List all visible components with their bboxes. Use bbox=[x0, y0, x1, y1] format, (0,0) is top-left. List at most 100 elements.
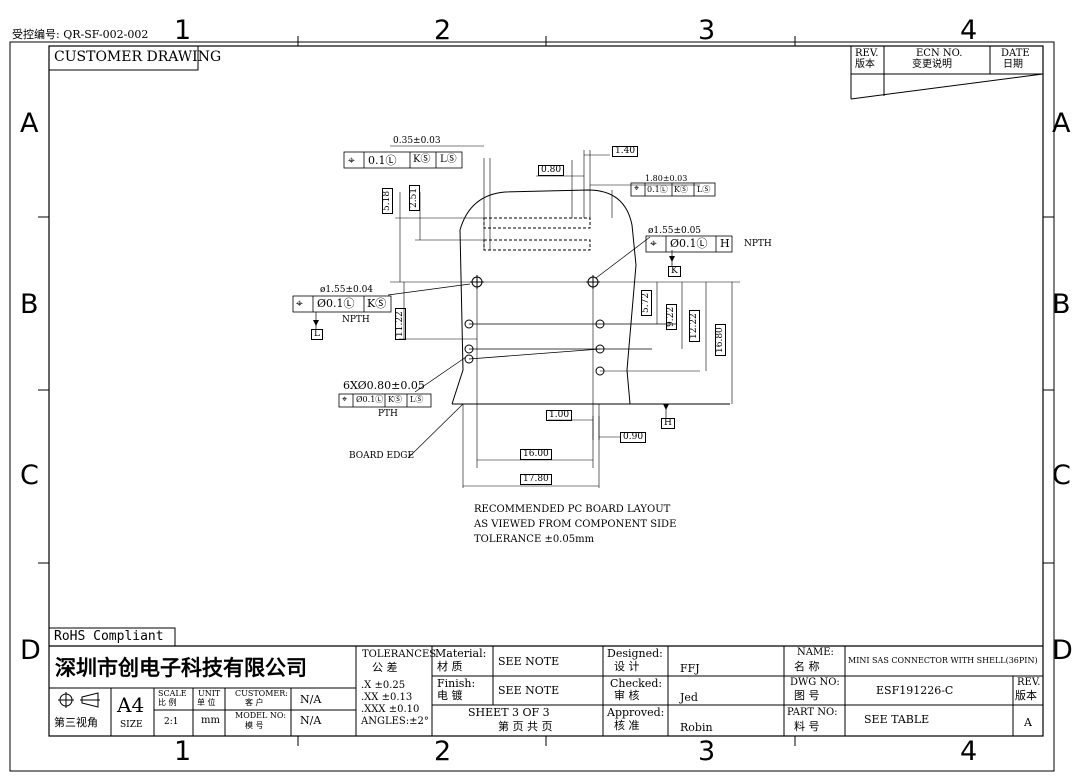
title-rev-label: REV. bbox=[1017, 677, 1041, 688]
name-cn: 名 称 bbox=[794, 660, 820, 673]
dwg-value: ESF191226-C bbox=[876, 684, 954, 697]
datum-h: H bbox=[661, 418, 675, 429]
checked-label: Checked: bbox=[610, 677, 663, 690]
dwg-cn: 图 号 bbox=[794, 689, 820, 702]
dim-0-80: 0.80 bbox=[538, 165, 565, 176]
pin-pads bbox=[483, 217, 591, 251]
tolerances-cn: 公 差 bbox=[372, 661, 398, 674]
part-value: SEE TABLE bbox=[864, 713, 930, 726]
zone-col-2-top: 2 bbox=[434, 15, 452, 46]
unit-value: mm bbox=[201, 715, 220, 726]
zone-row-a-left: A bbox=[20, 108, 39, 139]
dim-11-22: 11.22 bbox=[395, 308, 406, 340]
approved-value: Robin bbox=[680, 721, 713, 734]
model-label: MODEL NO: bbox=[235, 711, 287, 720]
note-line-2: AS VIEWED FROM COMPONENT SIDE bbox=[474, 519, 677, 530]
model-cn: 模 号 bbox=[245, 721, 264, 730]
name-label: NAME: bbox=[797, 647, 834, 658]
dwg-label: DWG NO: bbox=[790, 677, 840, 688]
fcf-6x-l: LⓈ bbox=[410, 395, 424, 404]
zone-row-d-right: D bbox=[1052, 635, 1073, 666]
approved-label: Approved: bbox=[607, 706, 665, 719]
material-cn: 材 质 bbox=[437, 660, 463, 673]
ecn-cn: 变更说明 bbox=[912, 59, 952, 70]
fcf-6x-symbol: ⌖ bbox=[342, 395, 348, 405]
dim-16-00: 16.00 bbox=[520, 449, 552, 460]
fcf-6x-tol: Ø0.1Ⓛ bbox=[356, 395, 384, 404]
note-line-1: RECOMMENDED PC BOARD LAYOUT bbox=[474, 504, 671, 515]
zone-row-b-right: B bbox=[1052, 289, 1071, 320]
part-cn: 料 号 bbox=[794, 720, 820, 733]
fcf-right-k: KⓈ bbox=[674, 185, 688, 194]
dim-6x-0-80: 6XØ0.80±0.05 bbox=[343, 379, 425, 392]
dim-5-72: 5.72 bbox=[641, 289, 652, 316]
pth-label: PTH bbox=[378, 409, 398, 419]
checked-value: Jed bbox=[680, 691, 698, 704]
tol-xxx: .XXX ±0.10 bbox=[361, 704, 420, 715]
fcf-155l-ref: KⓈ bbox=[367, 297, 387, 310]
finish-value: SEE NOTE bbox=[498, 684, 560, 697]
finish-label: Finish: bbox=[437, 677, 476, 690]
fcf-155r-symbol: ⌖ bbox=[650, 236, 657, 250]
size-value: A4 bbox=[117, 693, 145, 717]
zone-col-1-top: 1 bbox=[174, 15, 192, 46]
dim-2-51: 2.51 bbox=[409, 184, 420, 211]
size-label: SIZE bbox=[120, 720, 143, 730]
rohs-label: RoHS Compliant bbox=[54, 629, 164, 644]
zone-col-1-bottom: 1 bbox=[174, 736, 192, 767]
tolerances-label: TOLERANCES bbox=[362, 649, 437, 660]
fcf-right-symbol: ⌖ bbox=[634, 184, 640, 194]
fcf-top-tol: 0.1Ⓛ bbox=[368, 154, 397, 167]
dim-0-35: 0.35±0.03 bbox=[393, 136, 441, 146]
dim-1-00: 1.00 bbox=[546, 410, 573, 421]
zone-row-c-right: C bbox=[1052, 460, 1071, 491]
fcf-position-symbol: ⌖ bbox=[348, 153, 355, 167]
zone-col-3-bottom: 3 bbox=[698, 736, 716, 767]
designed-label: Designed: bbox=[607, 647, 663, 660]
fcf-top-k: KⓈ bbox=[413, 154, 431, 165]
zone-row-d-left: D bbox=[20, 635, 41, 666]
zone-col-2-bottom: 2 bbox=[434, 736, 452, 767]
ecn-label: ECN NO. bbox=[916, 48, 963, 59]
scale-value: 2:1 bbox=[164, 717, 179, 727]
datum-k: K bbox=[668, 266, 681, 277]
dim-16-80: 16.80 bbox=[715, 324, 726, 356]
npth-left: NPTH bbox=[342, 315, 370, 325]
company-name: 深圳市创电子科技有限公司 bbox=[55, 656, 307, 680]
control-number: 受控编号: QR-SF-002-002 bbox=[12, 28, 149, 41]
approved-cn: 核 准 bbox=[614, 719, 640, 732]
tol-x: .X ±0.25 bbox=[361, 680, 406, 691]
board-edge-label: BOARD EDGE bbox=[349, 451, 415, 461]
model-value: N/A bbox=[300, 714, 322, 727]
dim-12-22: 12.22 bbox=[689, 310, 700, 342]
fcf-right-l: LⓈ bbox=[697, 185, 711, 194]
sheet-label: SHEET 3 OF 3 bbox=[468, 706, 550, 719]
zone-col-3-top: 3 bbox=[698, 15, 716, 46]
tol-angles: ANGLES:±2° bbox=[361, 716, 429, 727]
dim-5-18: 5.18 bbox=[382, 187, 393, 214]
dim-1-55-right: ø1.55±0.05 bbox=[648, 226, 702, 236]
customer-drawing-label: CUSTOMER DRAWING bbox=[54, 49, 222, 65]
part-label: PART NO: bbox=[787, 707, 838, 718]
name-value: MINI SAS CONNECTOR WITH SHELL(36PIN) bbox=[848, 656, 1038, 665]
fcf-right-tol: 0.1Ⓛ bbox=[647, 185, 668, 194]
scale-label: SCALE bbox=[158, 689, 187, 698]
checked-cn: 审 核 bbox=[614, 689, 640, 702]
rev-value: A bbox=[1024, 716, 1032, 729]
unit-cn: 单 位 bbox=[197, 698, 216, 707]
date-label: DATE bbox=[1001, 48, 1030, 59]
customer-label: CUSTOMER: bbox=[235, 689, 288, 698]
rev-label: REV. bbox=[855, 48, 879, 59]
fcf-6x-k: KⓈ bbox=[388, 395, 402, 404]
finish-cn: 电 镀 bbox=[437, 689, 463, 702]
designed-value: FFJ bbox=[680, 662, 700, 675]
dim-9-22: 9.22 bbox=[666, 303, 677, 330]
zone-col-4-top: 4 bbox=[960, 15, 978, 46]
rev-cn: 版本 bbox=[855, 59, 875, 70]
npth-right: NPTH bbox=[744, 239, 772, 249]
designed-cn: 设 计 bbox=[614, 660, 640, 673]
fcf-155l-tol: Ø0.1Ⓛ bbox=[317, 297, 355, 310]
dim-17-80: 17.80 bbox=[520, 474, 552, 485]
